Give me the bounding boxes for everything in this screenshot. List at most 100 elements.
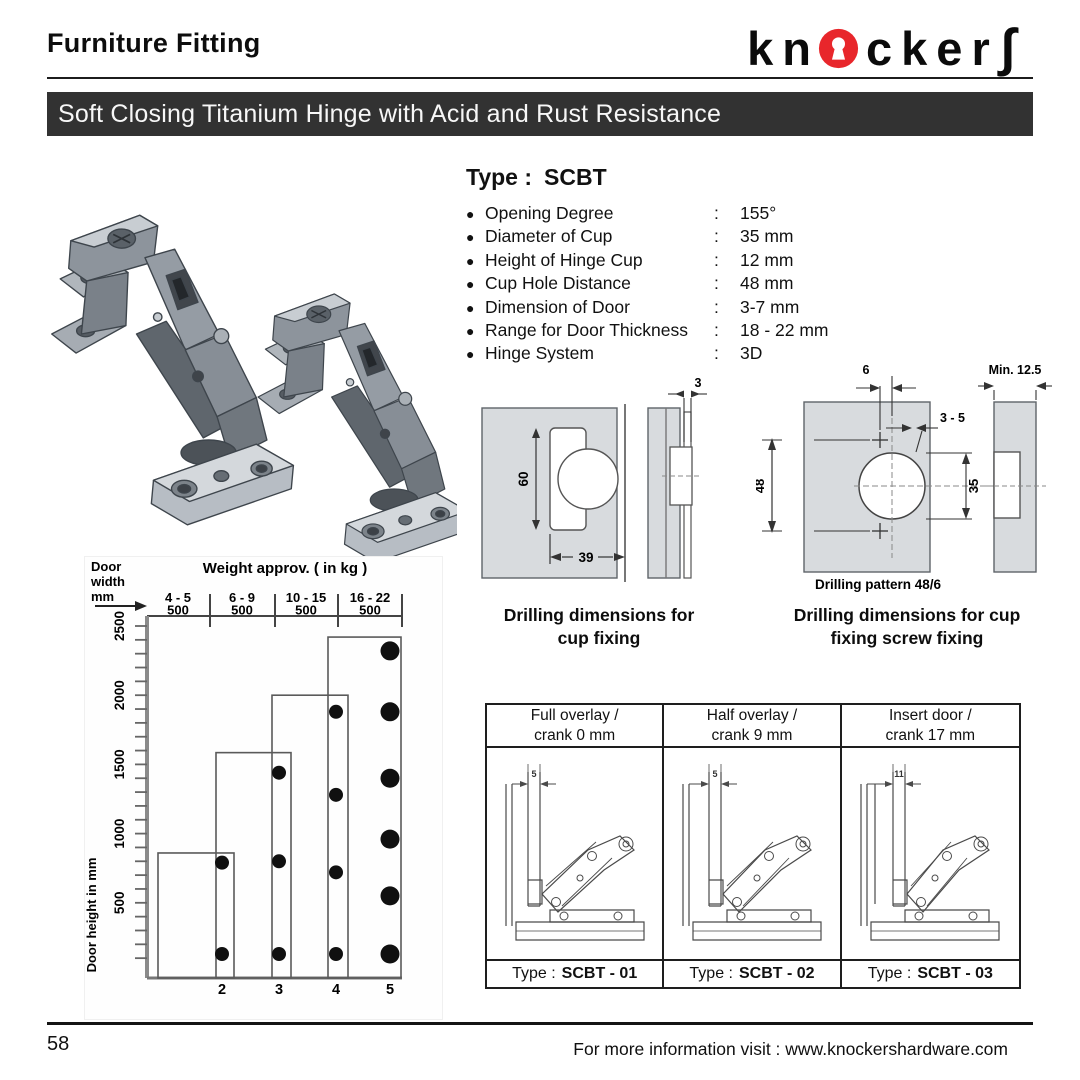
hinge-dot	[215, 947, 229, 962]
bullet-icon: ●	[466, 299, 475, 316]
chart-bar	[271, 694, 349, 979]
spec-row: ●Dimension of Door:3-7 mm	[466, 297, 886, 320]
hinge-dot	[272, 947, 286, 962]
dim-cup-diameter: 35	[966, 479, 981, 493]
hinge-diagram-cell: 5	[487, 748, 665, 961]
spec-row: ●Cup Hole Distance:48 mm	[466, 273, 886, 296]
spec-row: ● Opening Degree: 155°	[466, 203, 886, 226]
caption-screw-fixing: Drilling dimensions for cup fixing screw…	[793, 605, 1021, 649]
spec-value: 3D	[740, 343, 763, 364]
hinge-diagram-cell: 11	[841, 748, 1019, 961]
bullet-icon: ●	[466, 346, 475, 363]
y-tick-label: 1000	[112, 819, 127, 849]
hinge-dot	[272, 854, 286, 869]
hinge-crank-dim: 5	[531, 769, 536, 779]
header-divider	[47, 77, 1033, 79]
spec-row: ●Hinge System:3D	[466, 343, 886, 366]
type-cell-scbt02: Type :SCBT - 02	[664, 961, 842, 987]
overlay-header-full: Full overlay / crank 0 mm	[487, 705, 665, 748]
weight-class-label: 4 - 5	[165, 590, 191, 605]
spec-row: ●Height of Hinge Cup:12 mm	[466, 250, 886, 273]
hinge-dot	[329, 947, 343, 962]
hinge-section-diagram: 11	[860, 763, 1000, 941]
keyhole-icon	[818, 28, 859, 68]
spec-row: ●Range for Door Thickness:18 - 22 mm	[466, 320, 886, 343]
hinge-dot	[380, 829, 400, 849]
hinge-dot	[329, 787, 343, 802]
spec-row: ●Diameter of Cup:35 mm	[466, 226, 886, 249]
hinge-count-label: 5	[386, 982, 394, 998]
chart-bar	[157, 852, 235, 979]
brand-logo: kn cker ∫	[747, 22, 1024, 74]
spec-label: Cup Hole Distance	[485, 273, 631, 294]
hinge-dot	[329, 865, 343, 880]
chart-corner-label: width	[90, 574, 125, 589]
hinge-count-label: 2	[218, 982, 226, 998]
spec-value: 12 mm	[740, 249, 794, 270]
dim-min-thickness: Min. 12.5	[989, 363, 1042, 377]
y-tick-label: 500	[112, 892, 127, 915]
chart-bar	[327, 636, 402, 979]
logo-text-pre: kn	[747, 21, 821, 75]
hinge-dot	[380, 768, 400, 788]
spec-label: Diameter of Cup	[485, 226, 613, 247]
page-title: Furniture Fitting	[47, 28, 261, 58]
hinge-section-diagram: 5	[682, 763, 822, 941]
drawing-screw-fixing: 48 6 3 - 5 35	[756, 363, 1052, 592]
caption-cup-fixing: Drilling dimensions for cup fixing	[503, 605, 695, 649]
spec-colon: :	[714, 203, 719, 223]
chart-corner-label: Door	[91, 559, 121, 574]
hinge-diagram-cell: 5	[664, 748, 842, 961]
y-tick-label: 2000	[112, 680, 127, 710]
overlay-table-diagram-row: 5 5 11	[487, 748, 1019, 961]
drawing-cup-fixing: 60 39 3	[481, 376, 707, 582]
bullet-icon: ●	[466, 276, 475, 293]
hinge-crank-dim: 5	[712, 769, 717, 779]
type-heading-value: SCBT	[544, 164, 607, 190]
type-heading-label: Type :	[466, 164, 533, 190]
spec-colon: :	[714, 226, 719, 247]
hinge-section-diagram: 5	[505, 763, 645, 941]
page-number: 58	[47, 1033, 70, 1055]
hinge-dot	[380, 944, 400, 964]
spec-value: 48 mm	[740, 273, 794, 294]
spec-list: ●Opening Degree:155°●Diameter of Cup:35 …	[466, 203, 886, 367]
dim-cup-width: 39	[578, 550, 593, 565]
weight-class-label: 16 - 22	[350, 590, 390, 605]
spec-label: Opening Degree	[485, 203, 614, 223]
footer-divider	[47, 1022, 1033, 1025]
segment-width-label: 500	[231, 603, 253, 618]
segment-width-label: 500	[295, 603, 317, 618]
y-tick-label: 2500	[112, 611, 127, 641]
weight-class-label: 10 - 15	[286, 590, 326, 605]
dim-cup-height: 60	[516, 471, 531, 486]
spec-value: 3-7 mm	[740, 296, 800, 317]
bullet-icon: ●	[466, 206, 475, 222]
spec-label: Dimension of Door	[485, 296, 630, 317]
product-photo-hinges	[50, 214, 457, 563]
overlay-table-header-row: Full overlay / crank 0 mm Half overlay /…	[487, 705, 1019, 748]
spec-label: Range for Door Thickness	[485, 319, 688, 340]
bullet-icon: ●	[466, 322, 475, 339]
spec-value: 35 mm	[740, 226, 794, 247]
hinge-dot	[215, 855, 229, 870]
dim-edge-distance: 3 - 5	[940, 411, 965, 425]
spec-value: 18 - 22 mm	[740, 319, 829, 340]
type-heading: Type : SCBT	[466, 164, 607, 191]
hinge-dot	[329, 704, 343, 719]
chart-title: Weight approv. ( in kg )	[203, 560, 367, 577]
spec-value: 155°	[740, 203, 777, 223]
hinge-count-label: 3	[275, 982, 283, 998]
dim-hole-distance: 48	[756, 479, 767, 493]
spec-colon: :	[714, 249, 719, 270]
hinge-dot	[272, 765, 286, 780]
spec-label: Hinge System	[485, 343, 594, 364]
hinge-count-label: 4	[332, 982, 340, 998]
overlay-table-type-row: Type :SCBT - 01 Type :SCBT - 02 Type :SC…	[487, 961, 1019, 987]
segment-width-label: 500	[167, 603, 189, 618]
footer-info: For more information visit : www.knocker…	[573, 1039, 1008, 1059]
hinge-dot	[380, 641, 400, 661]
